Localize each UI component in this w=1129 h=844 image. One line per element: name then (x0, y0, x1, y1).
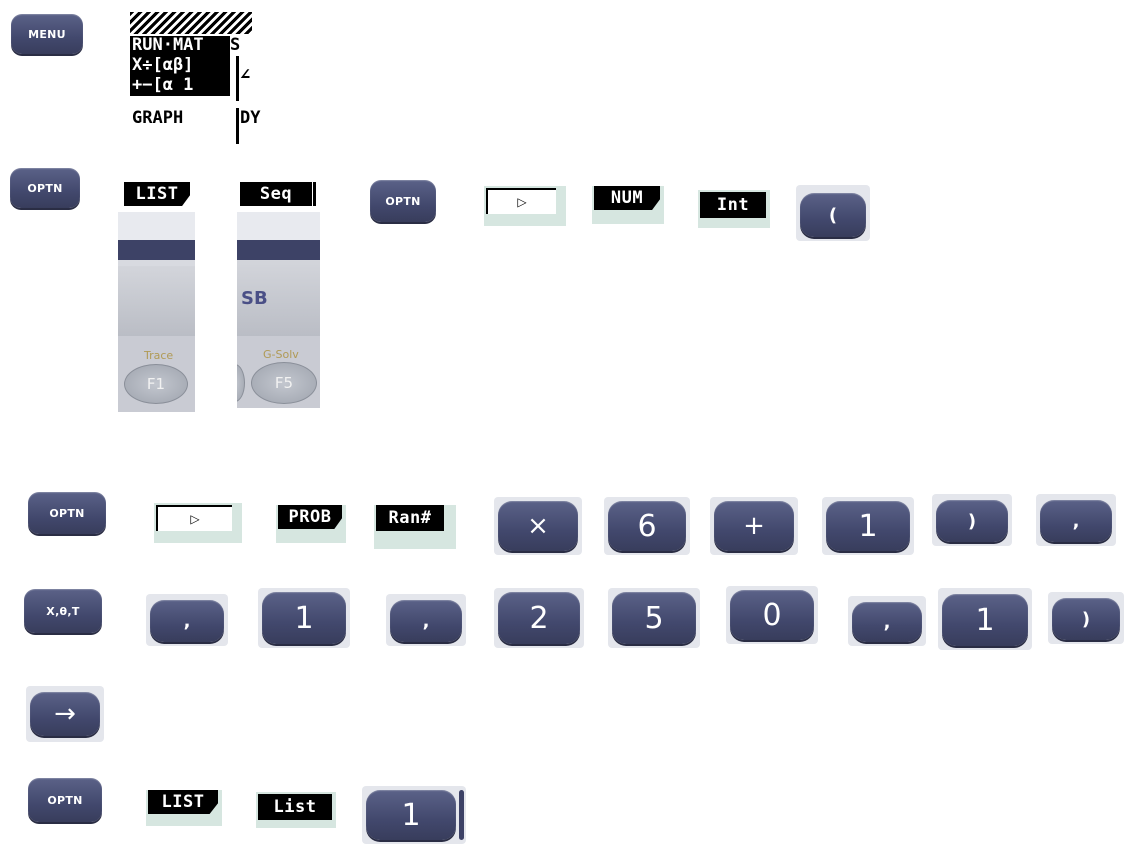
prob-softkey[interactable]: PROB (278, 505, 342, 529)
calculator-photo-f5: SB G-Solv F5 (237, 212, 320, 408)
screen-icon-line2: X÷[αβ] (132, 56, 193, 75)
ran-hash-function[interactable]: Ran# (376, 505, 444, 531)
calculator-photo-f1: Trace F1 (118, 212, 195, 412)
screen-graph: GRAPH (132, 109, 183, 128)
int-function[interactable]: Int (700, 192, 766, 218)
comma-key-2[interactable]: , (150, 600, 224, 642)
list-softkey-2[interactable]: LIST (148, 790, 218, 814)
menu-key[interactable]: MENU (11, 14, 83, 54)
num-softkey[interactable]: NUM (594, 186, 660, 210)
f5-key[interactable]: F5 (251, 362, 317, 404)
g-solv-label: G-Solv (263, 348, 299, 361)
plus-key[interactable]: + (714, 501, 794, 551)
one-key[interactable]: 1 (826, 501, 910, 551)
five-key[interactable]: 5 (612, 592, 696, 644)
zero-key[interactable]: 0 (730, 590, 814, 640)
next-softkey-2[interactable]: ▷ (156, 505, 232, 531)
optn-key[interactable]: OPTN (10, 168, 80, 208)
close-paren-key[interactable]: ) (936, 500, 1008, 542)
list-softkey[interactable]: LIST (124, 182, 190, 206)
screen-dyna-partial: DY (240, 109, 260, 128)
comma-key[interactable]: , (1040, 500, 1112, 542)
brand-partial: SB (241, 288, 268, 309)
screen-icon-line3: +−[α 1 (132, 76, 193, 95)
open-paren-key[interactable]: ( (800, 193, 866, 237)
optn-key-4[interactable]: OPTN (28, 778, 102, 822)
f4-key-partial[interactable] (237, 364, 245, 402)
two-key[interactable]: 2 (498, 592, 580, 644)
next-key-edge (459, 790, 464, 840)
screen-hatch (130, 12, 252, 34)
six-key[interactable]: 6 (608, 501, 686, 551)
seq-softkey[interactable]: Seq (240, 182, 312, 206)
multiply-key[interactable]: × (498, 501, 578, 551)
comma-key-3[interactable]: , (390, 600, 462, 642)
close-paren-key-2[interactable]: ) (1052, 598, 1120, 640)
optn-key-2[interactable]: OPTN (370, 180, 436, 222)
comma-key-4[interactable]: , (852, 602, 922, 642)
one-key-3[interactable]: 1 (942, 594, 1028, 646)
x-theta-t-key[interactable]: X,θ,T (24, 589, 102, 633)
next-softkey[interactable]: ▷ (486, 188, 556, 214)
list-function[interactable]: List (258, 794, 332, 820)
one-key-2[interactable]: 1 (262, 592, 346, 644)
f1-key[interactable]: F1 (124, 364, 188, 404)
optn-key-3[interactable]: OPTN (28, 492, 106, 534)
screen-stat-partial: S (230, 36, 240, 55)
trace-label: Trace (144, 349, 173, 362)
assign-arrow-key[interactable]: → (30, 692, 100, 736)
menu-screen: RUN·MAT S X÷[αβ] +−[α 1 ∠ GRAPH DY (118, 12, 268, 144)
seq-divider (313, 182, 316, 206)
one-key-4[interactable]: 1 (366, 790, 456, 840)
screen-angle-partial: ∠ (240, 66, 250, 85)
screen-run-mat: RUN·MAT (132, 36, 204, 55)
